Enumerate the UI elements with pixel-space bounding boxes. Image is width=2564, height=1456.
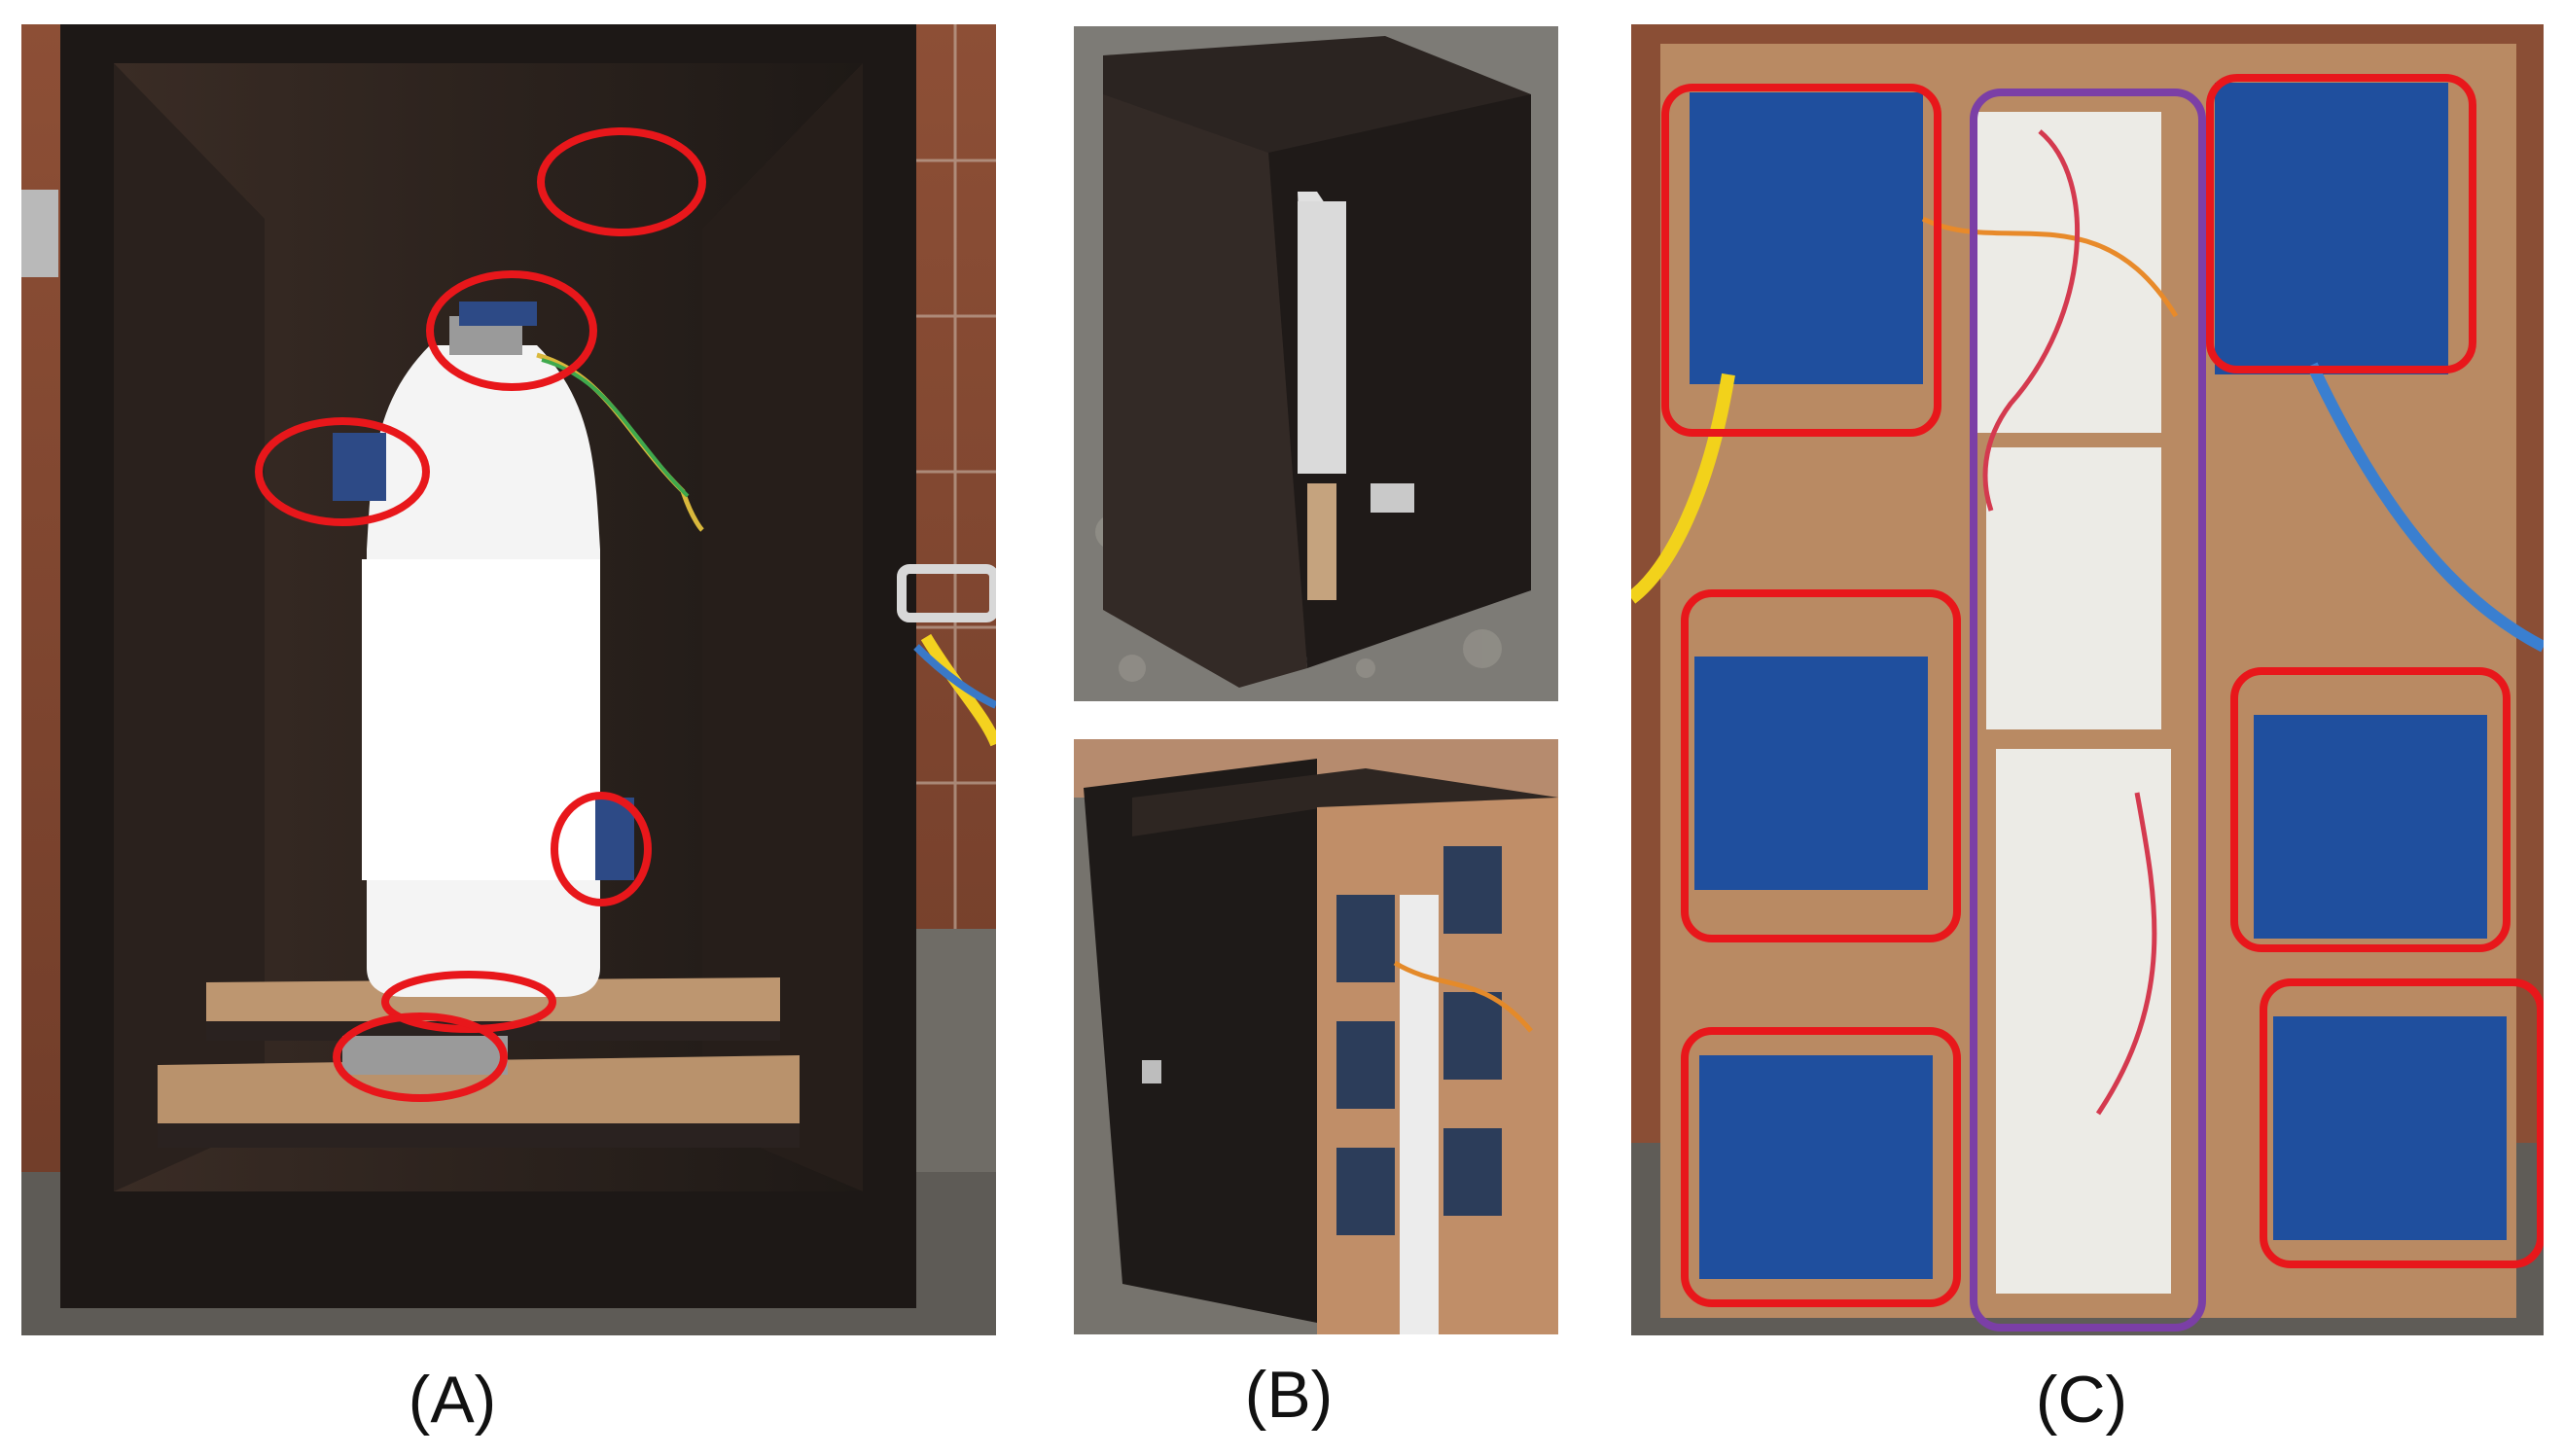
arduino-board bbox=[2254, 715, 2487, 939]
panel-c-highlight-markers bbox=[1661, 74, 2544, 1307]
highlight-circle bbox=[551, 792, 652, 906]
arduino-board bbox=[1699, 1055, 1933, 1279]
breadboard bbox=[1986, 447, 2161, 729]
breadboards bbox=[1976, 112, 2171, 1294]
highlight-frame bbox=[2230, 667, 2511, 952]
highlight-frame bbox=[1661, 84, 1941, 437]
arduino-board bbox=[2215, 83, 2448, 374]
highlight-frame bbox=[1681, 1027, 1961, 1307]
arduino-board bbox=[2273, 1016, 2507, 1240]
highlight-circle bbox=[537, 127, 706, 236]
arduino-board bbox=[1694, 657, 1928, 890]
panel-a-highlight-markers bbox=[255, 127, 706, 1102]
arduino-board bbox=[1690, 92, 1923, 384]
photo-panel-b-top bbox=[1074, 26, 1558, 701]
caption-b: (B) bbox=[1244, 1358, 1334, 1432]
photo-panel-a bbox=[21, 24, 996, 1335]
caption-a: (A) bbox=[408, 1363, 497, 1437]
caption-c: (C) bbox=[2035, 1363, 2128, 1437]
highlight-frame bbox=[2206, 74, 2476, 373]
highlight-frame bbox=[1681, 589, 1961, 942]
arduino-boards bbox=[1690, 83, 2507, 1279]
breadboard-highlight-frame bbox=[1970, 89, 2206, 1332]
highlight-circle bbox=[426, 270, 597, 391]
highlight-circle bbox=[333, 1012, 508, 1102]
breadboard bbox=[1976, 112, 2161, 433]
photo-cabinet-back-with-electronics bbox=[1074, 739, 1558, 1334]
highlight-frame bbox=[2260, 978, 2544, 1268]
photo-panel-c bbox=[1631, 24, 2544, 1335]
highlight-circle bbox=[255, 417, 430, 526]
photo-control-board-with-arduinos bbox=[1631, 24, 2544, 1335]
photo-panel-b-bottom bbox=[1074, 739, 1558, 1334]
highlight-circle bbox=[381, 971, 556, 1033]
photo-cabinet-open-with-bottle bbox=[21, 24, 996, 1335]
photo-cabinet-closed-door-ajar bbox=[1074, 26, 1558, 701]
